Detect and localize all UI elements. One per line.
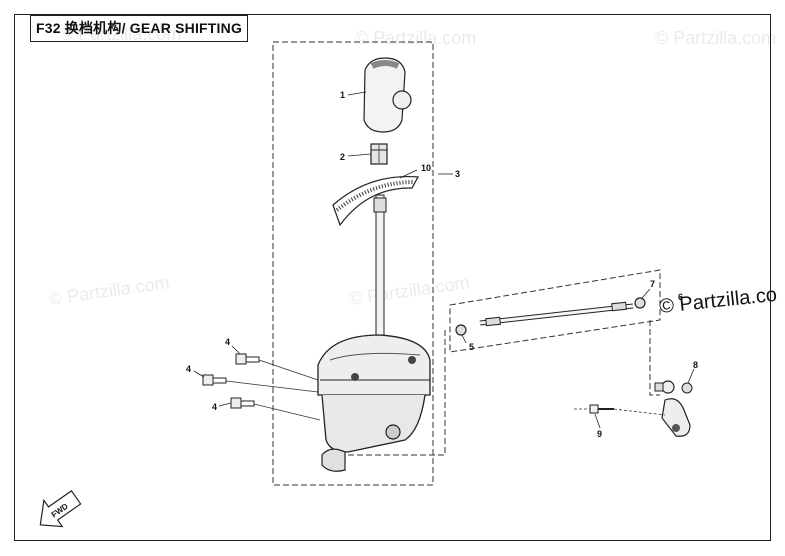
shift-gate-plate	[332, 175, 419, 227]
forward-arrow-icon: FWD	[39, 489, 82, 528]
watermark-5: © Partzilla.com	[348, 272, 471, 309]
shift-knob	[363, 57, 412, 133]
callout-4a: 4	[225, 337, 230, 347]
callout-10: 10	[421, 163, 431, 173]
nut-5	[455, 324, 467, 336]
watermark-6: © Partzilla.co	[658, 284, 778, 318]
callout-4b: 4	[186, 364, 191, 374]
callout-3: 3	[455, 169, 460, 179]
linkage-rod	[479, 301, 634, 327]
linkage-box	[449, 269, 661, 353]
lock-nut	[370, 143, 388, 165]
bolt-lower	[230, 397, 255, 409]
bolt-9	[574, 404, 666, 416]
watermark-3: © Partzilla.com	[655, 28, 776, 48]
bolt-upper	[235, 353, 260, 365]
watermark-2: © Partzilla.com	[355, 28, 476, 48]
watermark-4: © Partzilla.com	[48, 272, 171, 309]
shifter-housing	[317, 334, 431, 472]
shift-arm	[661, 398, 691, 437]
shift-rod	[373, 194, 387, 341]
watermark-1: © Partzilla.com	[60, 24, 181, 44]
callout-4c: 4	[212, 402, 217, 412]
callout-1: 1	[340, 90, 345, 100]
bolt-middle	[202, 374, 227, 386]
ball-joint	[654, 380, 693, 394]
callout-5: 5	[469, 342, 474, 352]
callout-9: 9	[597, 429, 602, 439]
diagram-frame	[14, 14, 771, 541]
nut-7	[634, 297, 646, 309]
assembly-box	[272, 41, 434, 486]
callout-2: 2	[340, 152, 345, 162]
linkage-lead	[649, 320, 660, 396]
callout-6: 6	[678, 292, 683, 302]
callout-7: 7	[650, 279, 655, 289]
lever-lead	[330, 330, 446, 456]
diagram-title: F32 换档机构/ GEAR SHIFTING	[30, 15, 248, 42]
callout-8: 8	[693, 360, 698, 370]
